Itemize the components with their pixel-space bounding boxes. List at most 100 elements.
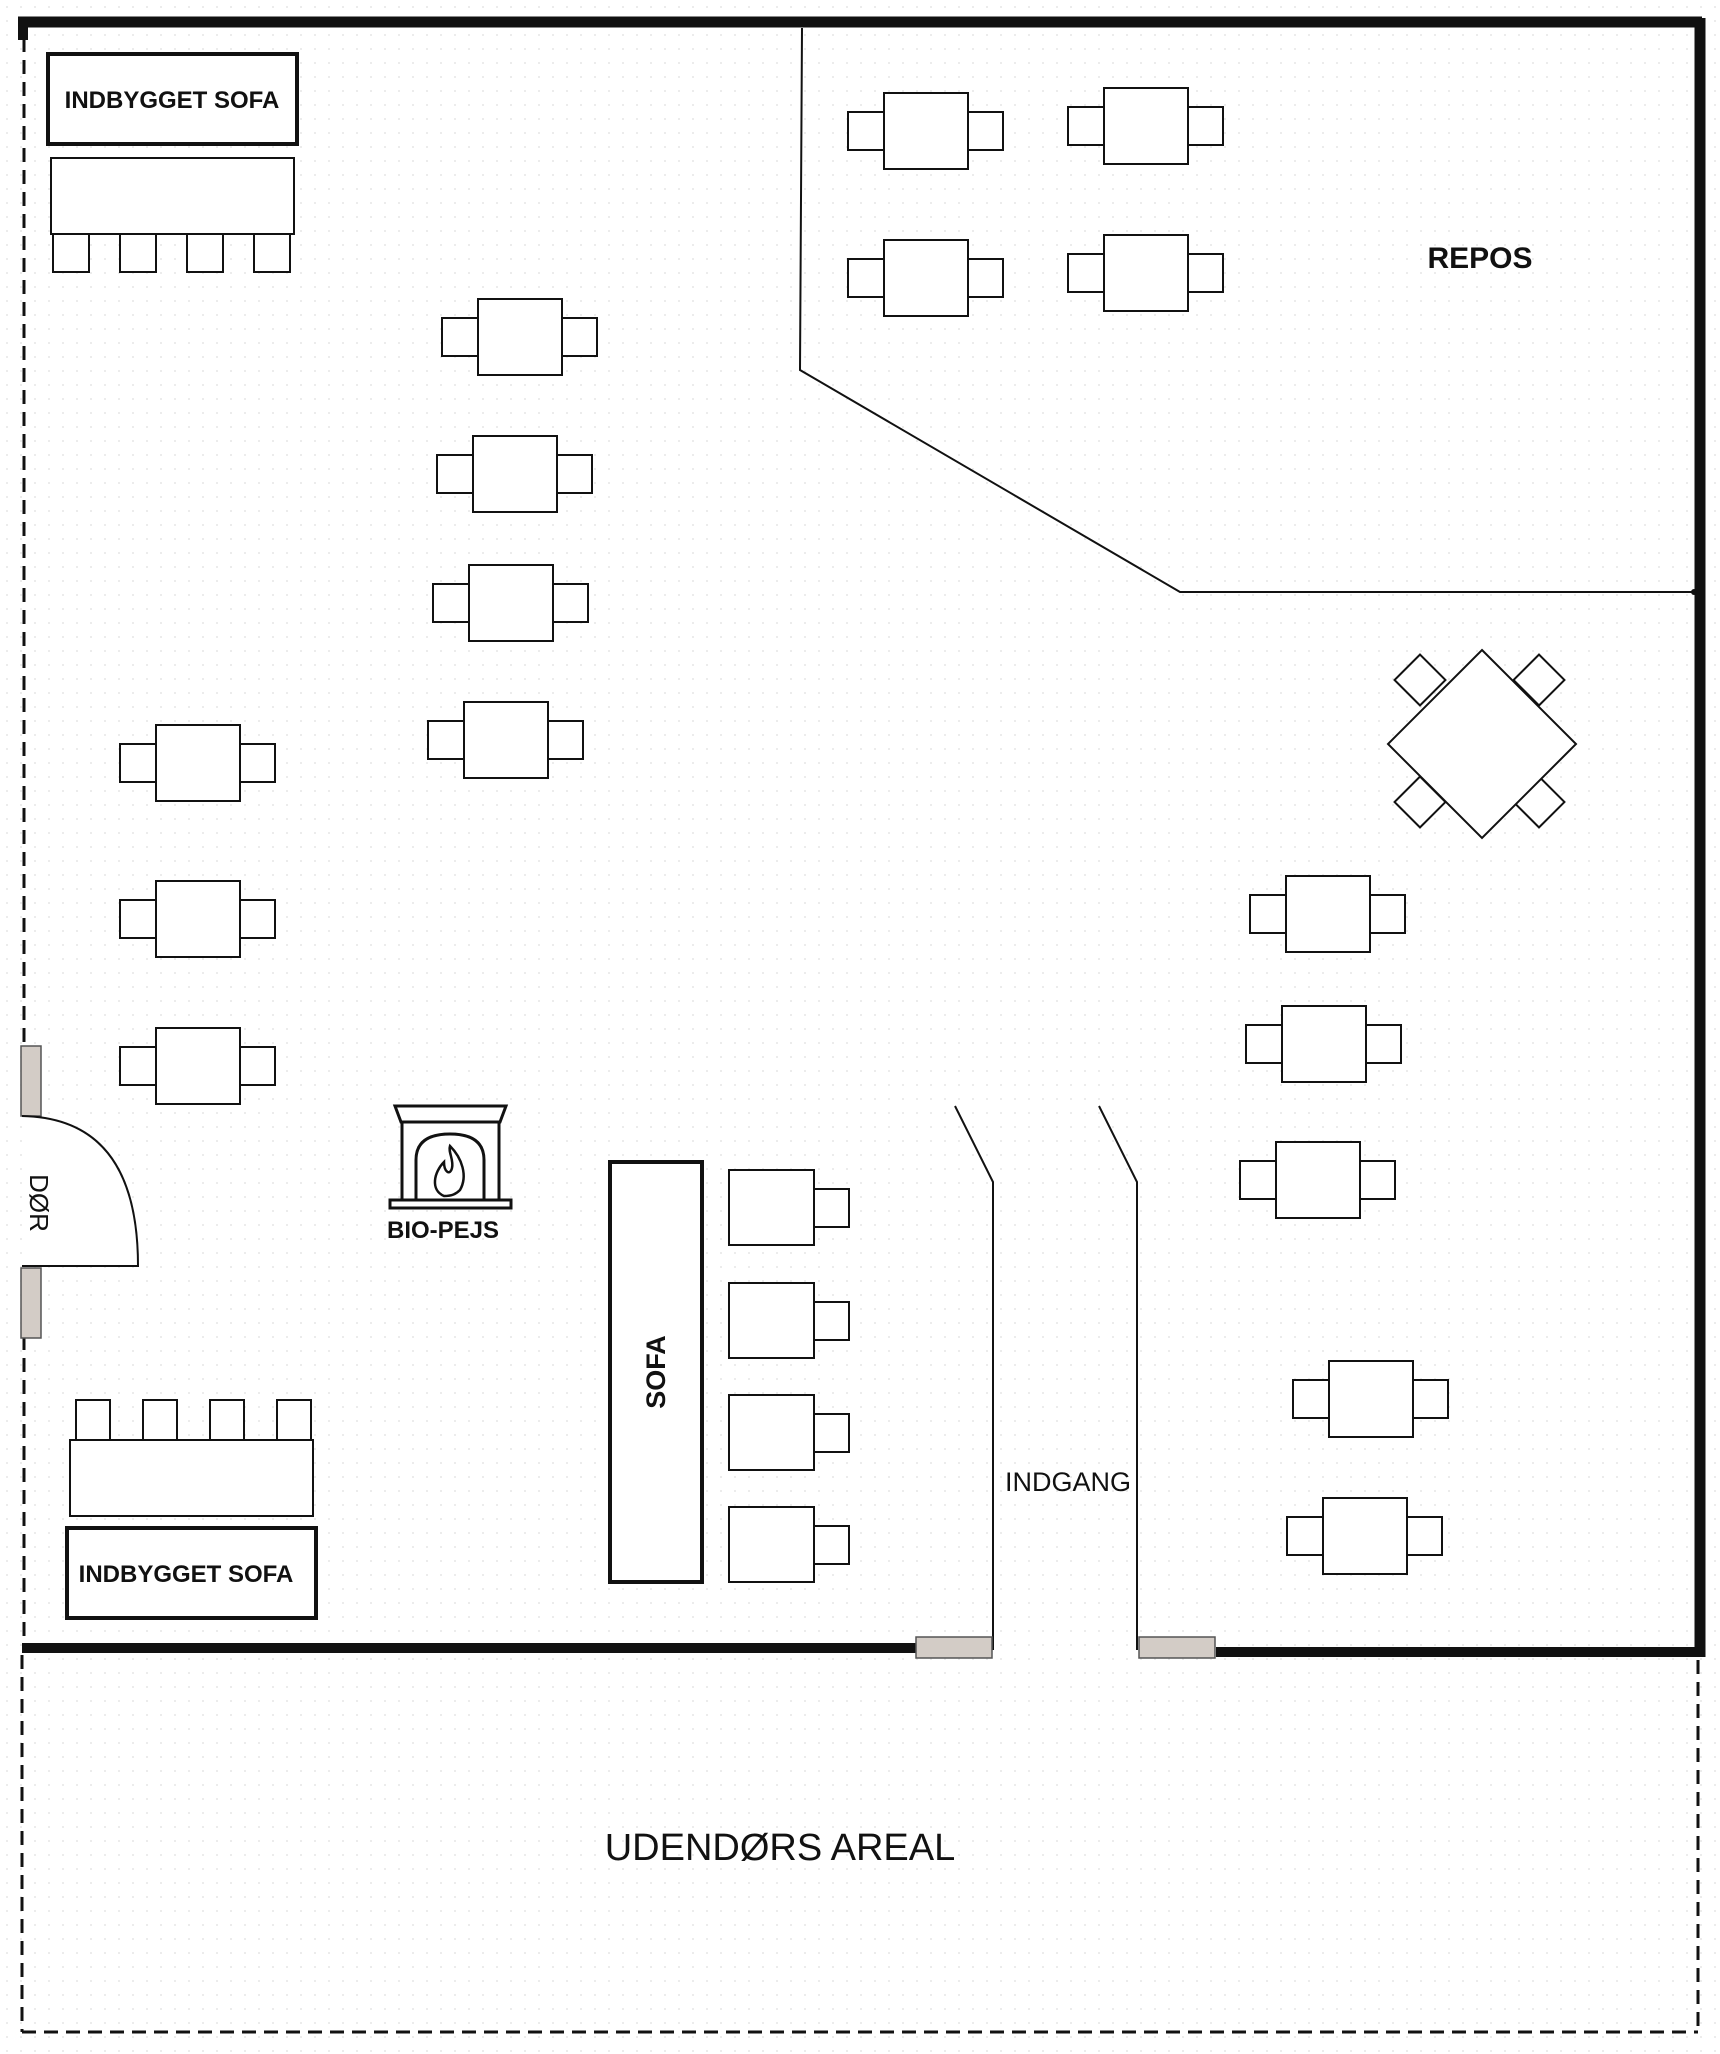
chair <box>119 743 157 783</box>
stool <box>52 233 90 273</box>
table-set <box>1249 875 1406 953</box>
chair <box>555 454 593 494</box>
sofa-box <box>608 1160 704 1584</box>
table-set <box>119 880 276 958</box>
chair <box>847 258 885 298</box>
table-set <box>119 1027 276 1105</box>
entrance-right-partition <box>1098 1105 1138 1650</box>
stool <box>142 1399 178 1441</box>
door-label: DØR <box>24 1174 54 1232</box>
fireplace-icon <box>388 1104 513 1210</box>
chair <box>551 583 589 623</box>
table-set <box>1292 1360 1449 1438</box>
stool <box>75 1399 111 1441</box>
table-set <box>728 1394 850 1471</box>
long-table-bottom <box>69 1439 314 1517</box>
table <box>463 701 549 779</box>
built-in-sofa-bottom: INDBYGGET SOFA <box>65 1399 318 1620</box>
table-set <box>432 564 589 642</box>
chair <box>1393 653 1447 707</box>
table <box>728 1394 815 1471</box>
walls <box>18 16 1706 1657</box>
entrance-label: INDGANG <box>1005 1467 1131 1497</box>
door-jamb-top <box>20 1045 42 1117</box>
bio-fireplace: BIO-PEJS <box>387 1104 513 1244</box>
table <box>1103 234 1189 312</box>
chair <box>847 111 885 151</box>
table-set <box>1067 87 1224 165</box>
table <box>468 564 554 642</box>
table <box>1322 1497 1408 1575</box>
chair <box>427 720 465 760</box>
chair <box>1067 253 1105 293</box>
chair <box>813 1188 850 1228</box>
table <box>1328 1360 1414 1438</box>
chair <box>119 899 157 939</box>
stool <box>276 1399 312 1441</box>
table-set <box>436 435 593 513</box>
chair <box>1368 894 1406 934</box>
built-in-sofa-bottom-box <box>65 1526 318 1620</box>
stool <box>186 233 224 273</box>
stool <box>253 233 291 273</box>
chair <box>813 1413 850 1453</box>
chair <box>1292 1379 1330 1419</box>
chair <box>1364 1024 1402 1064</box>
diamond-table-set <box>1386 648 1578 840</box>
sofa-label: SOFA <box>641 1335 671 1409</box>
dining-tables <box>119 87 1578 1583</box>
built-in-sofa-bottom-label: INDBYGGET SOFA <box>79 1561 294 1588</box>
chair <box>966 258 1004 298</box>
table-set <box>1286 1497 1443 1575</box>
left-wall-top-stub <box>18 18 28 40</box>
table-set <box>847 92 1004 170</box>
table <box>477 298 563 376</box>
table <box>883 239 969 317</box>
chair <box>1358 1160 1396 1200</box>
chair <box>1411 1379 1449 1419</box>
chair <box>238 899 276 939</box>
chair <box>1239 1160 1277 1200</box>
table-set <box>728 1169 850 1246</box>
table-set <box>427 701 584 779</box>
chair <box>441 317 479 357</box>
table <box>883 92 969 170</box>
entrance-left-partition <box>954 1105 994 1650</box>
chair <box>1186 253 1224 293</box>
table-set <box>1245 1005 1402 1083</box>
side-door: DØR <box>20 1045 140 1339</box>
chair <box>432 583 470 623</box>
table-set <box>728 1282 850 1359</box>
chair <box>1405 1516 1443 1556</box>
table <box>155 724 241 802</box>
door-jamb-bottom <box>20 1267 42 1339</box>
table-set <box>119 724 276 802</box>
built-in-sofa-top-box <box>46 52 299 146</box>
diamond-table <box>1386 648 1578 840</box>
table <box>728 1282 815 1359</box>
repos-label: REPOS <box>1427 242 1532 275</box>
door-swing <box>21 1115 140 1267</box>
repos-partition-end <box>1691 589 1697 595</box>
table <box>1281 1005 1367 1083</box>
table <box>1103 87 1189 165</box>
table <box>728 1169 815 1246</box>
chair <box>1186 106 1224 146</box>
table-set <box>728 1506 850 1583</box>
chair <box>546 720 584 760</box>
chair <box>1249 894 1287 934</box>
chair <box>813 1525 850 1565</box>
chair <box>813 1301 850 1341</box>
chair <box>436 454 474 494</box>
table <box>728 1506 815 1583</box>
table-set <box>441 298 598 376</box>
chair <box>1067 106 1105 146</box>
table-set <box>847 239 1004 317</box>
built-in-sofa-top-label: INDBYGGET SOFA <box>65 87 280 114</box>
table-set <box>1239 1141 1396 1219</box>
chair <box>119 1046 157 1086</box>
table <box>1275 1141 1361 1219</box>
table <box>155 1027 241 1105</box>
built-in-sofa-top: INDBYGGET SOFA <box>46 52 299 273</box>
